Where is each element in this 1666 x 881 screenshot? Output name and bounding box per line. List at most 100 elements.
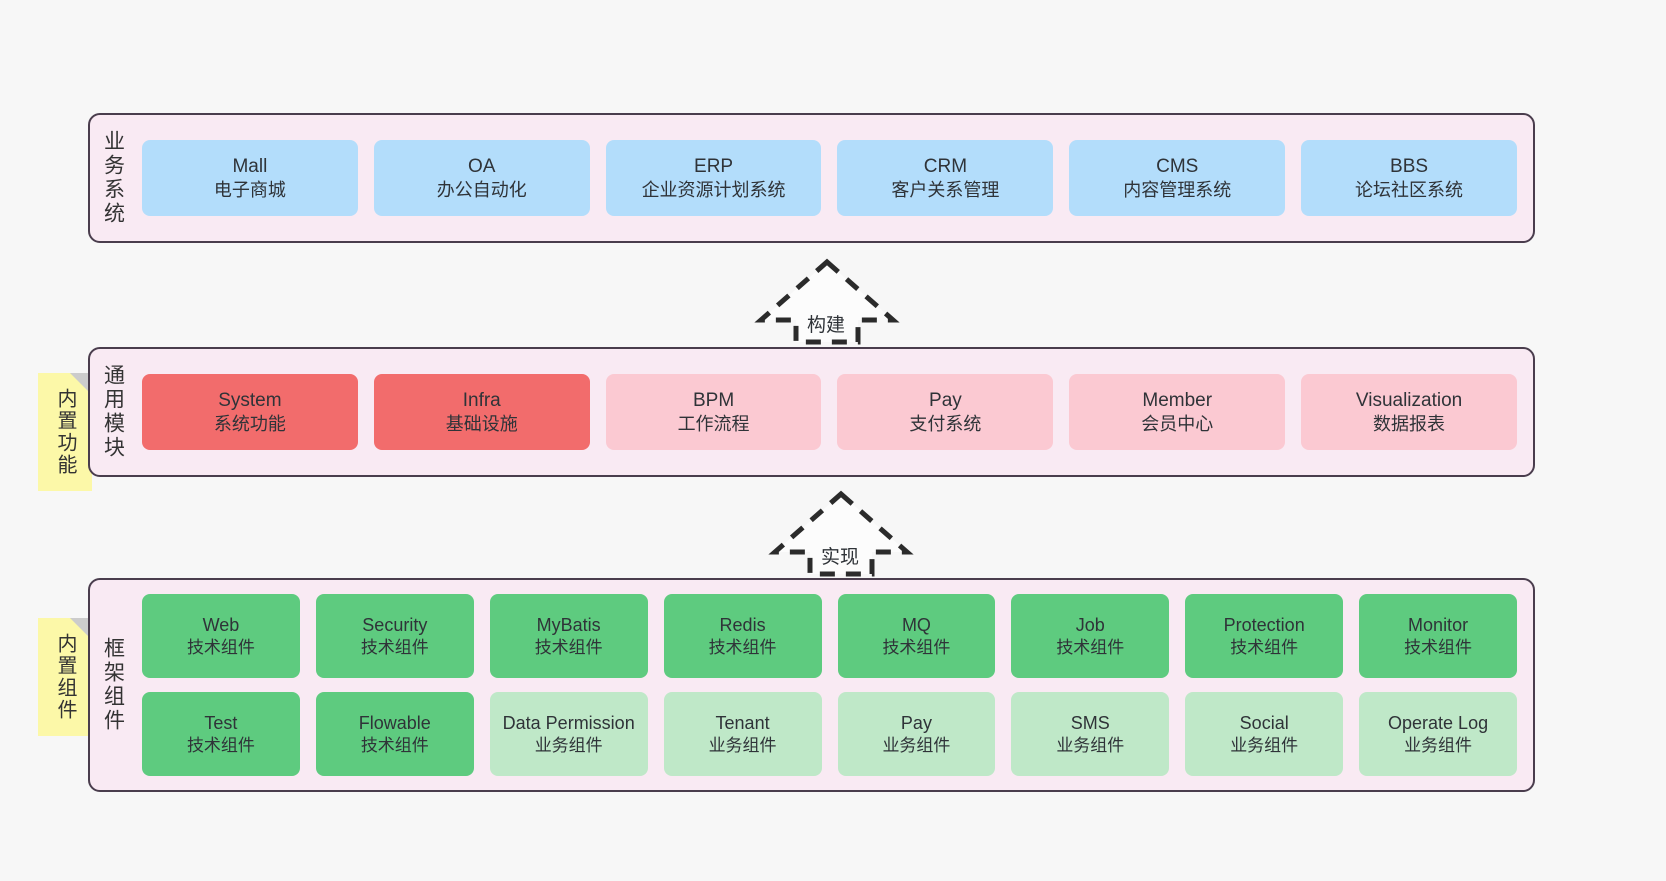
module-card-subtitle: 技术组件 — [1404, 637, 1473, 657]
module-card-title: Pay — [900, 712, 932, 733]
module-card-subtitle: 技术组件 — [360, 735, 429, 755]
module-card-title: CRM — [923, 155, 968, 177]
module-card-title: Monitor — [1408, 614, 1469, 635]
module-card-subtitle: 技术组件 — [360, 637, 429, 657]
arrow-implement: 实现 — [768, 490, 914, 577]
module-card-title: ERP — [694, 155, 734, 177]
module-card-title: Test — [204, 712, 238, 733]
module-card-title: BBS — [1390, 155, 1429, 177]
module-card-subtitle: 内容管理系统 — [1123, 179, 1232, 200]
module-card-title: Data Permission — [502, 712, 635, 733]
module-card-title: Operate Log — [1388, 712, 1489, 733]
module-card-title: System — [218, 389, 282, 411]
module-card-subtitle: 技术组件 — [534, 637, 603, 657]
arrow-build: 构建 — [754, 258, 900, 345]
module-card-title: Tenant — [715, 712, 770, 733]
module-card-subtitle: 业务组件 — [534, 735, 603, 755]
module-card-subtitle: 电子商城 — [213, 179, 286, 200]
module-card-subtitle: 会员中心 — [1141, 413, 1214, 434]
module-card-title: MyBatis — [536, 614, 601, 635]
module-card-subtitle: 系统功能 — [213, 413, 286, 434]
module-card-subtitle: 技术组件 — [1230, 637, 1299, 657]
module-card-subtitle: 业务组件 — [882, 735, 951, 755]
layer-common-module-label: 通用模块 — [101, 364, 125, 460]
module-card-title: Infra — [462, 389, 501, 411]
module-card-title: Mall — [232, 155, 268, 177]
note-fold-corner-icon — [70, 618, 92, 640]
arrow-build-glyph — [754, 258, 900, 345]
module-card-title: Visualization — [1355, 389, 1463, 411]
module-card-title: Security — [362, 614, 428, 635]
module-card-subtitle: 论坛社区系统 — [1355, 179, 1464, 200]
module-card-subtitle: 业务组件 — [708, 735, 777, 755]
module-card-subtitle: 业务组件 — [1230, 735, 1299, 755]
module-card-title: Web — [202, 614, 240, 635]
note-builtin-function: 内置功能 — [38, 373, 92, 491]
note-builtin-function-label: 内置功能 — [54, 388, 76, 476]
module-card-title: BPM — [692, 389, 735, 411]
layer-framework-component-label: 框架组件 — [101, 637, 125, 733]
note-builtin-component: 内置组件 — [38, 618, 92, 736]
module-card-subtitle: 客户关系管理 — [891, 179, 1000, 200]
module-card-title: Social — [1239, 712, 1289, 733]
note-fold-corner-icon — [70, 373, 92, 395]
module-card-subtitle: 技术组件 — [708, 637, 777, 657]
module-card-title: Redis — [719, 614, 766, 635]
module-card-subtitle: 数据报表 — [1373, 413, 1446, 434]
note-builtin-component-label: 内置组件 — [54, 633, 76, 721]
module-card-subtitle: 支付系统 — [909, 413, 982, 434]
layer-business-system-label: 业务系统 — [101, 130, 125, 226]
module-card-subtitle: 技术组件 — [186, 735, 255, 755]
module-card-title: Flowable — [358, 712, 431, 733]
module-card-title: CMS — [1156, 155, 1199, 177]
module-card-title: MQ — [901, 614, 931, 635]
module-card-title: OA — [468, 155, 496, 177]
module-card-title: SMS — [1070, 712, 1110, 733]
arrow-implement-glyph — [768, 490, 914, 577]
module-card-title: Protection — [1223, 614, 1305, 635]
module-card-title: Member — [1142, 389, 1213, 411]
module-card-subtitle: 工作流程 — [677, 413, 750, 434]
module-card-title: Pay — [929, 389, 962, 411]
module-card-title: Job — [1075, 614, 1105, 635]
module-card-subtitle: 技术组件 — [882, 637, 951, 657]
module-card-subtitle: 办公自动化 — [436, 179, 527, 200]
module-card-subtitle: 基础设施 — [445, 413, 518, 434]
module-card-subtitle: 企业资源计划系统 — [641, 179, 786, 200]
module-card-subtitle: 技术组件 — [186, 637, 255, 657]
